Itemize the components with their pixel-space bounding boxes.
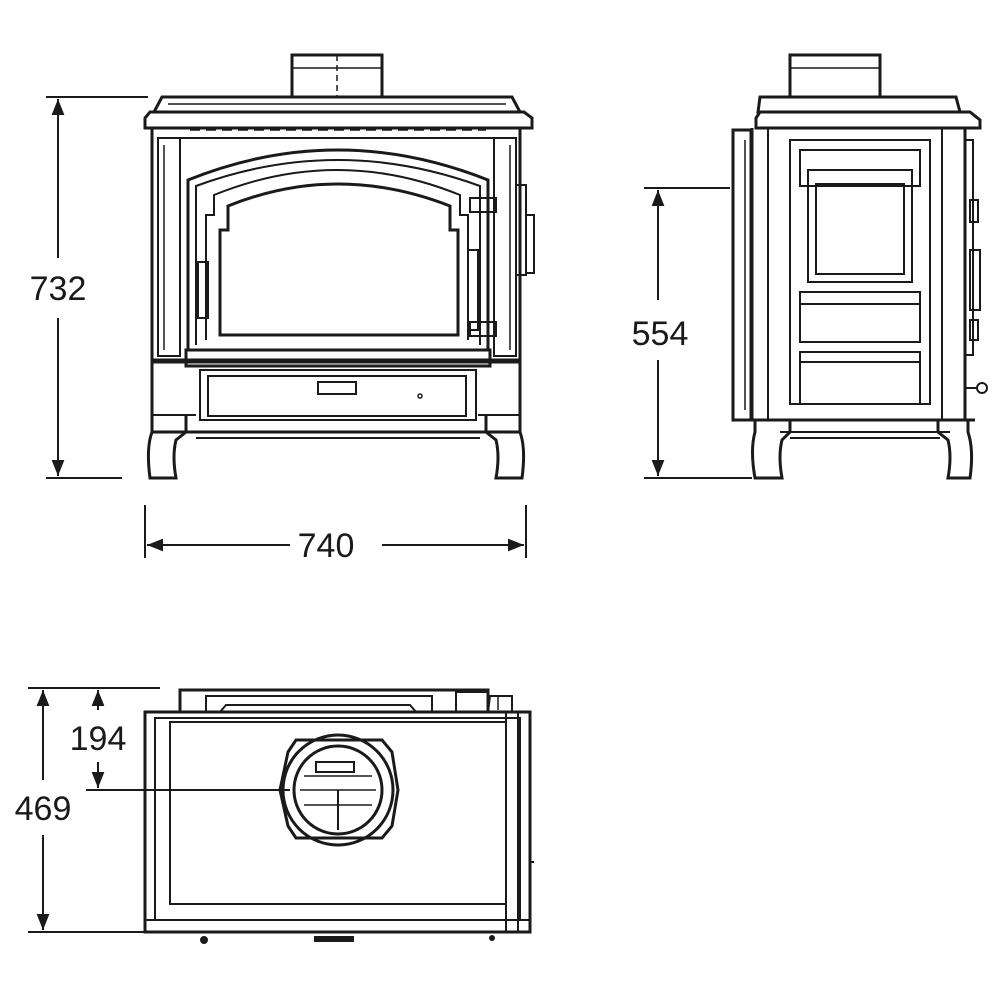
side-view [731, 53, 988, 480]
front-view [143, 53, 535, 480]
side-flue-collar [788, 53, 882, 99]
front-ashpan-drawer [150, 348, 522, 439]
side-legs [751, 420, 974, 480]
front-door [186, 129, 535, 352]
dim-side-flue-height: 554 [632, 187, 752, 479]
side-body [731, 128, 988, 422]
dim-label-732: 732 [30, 270, 87, 308]
side-top-plate [754, 95, 982, 130]
top-flue-outlet [278, 733, 400, 847]
front-legs [146, 415, 526, 480]
dim-front-height: 732 [30, 96, 148, 479]
top-view [143, 688, 534, 944]
front-flue-collar [290, 53, 384, 99]
dim-label-469: 469 [15, 790, 72, 828]
top-body [143, 710, 534, 944]
top-rear-rail [178, 688, 513, 713]
dim-front-width: 740 [144, 505, 527, 565]
dim-label-554: 554 [632, 315, 689, 353]
dim-label-194: 194 [70, 720, 127, 758]
dim-label-740: 740 [298, 527, 355, 565]
front-body [150, 128, 522, 362]
dim-top-depth: 469 [15, 687, 160, 933]
dim-top-flue-offset: 194 [70, 690, 290, 791]
front-top-plate [143, 95, 534, 130]
